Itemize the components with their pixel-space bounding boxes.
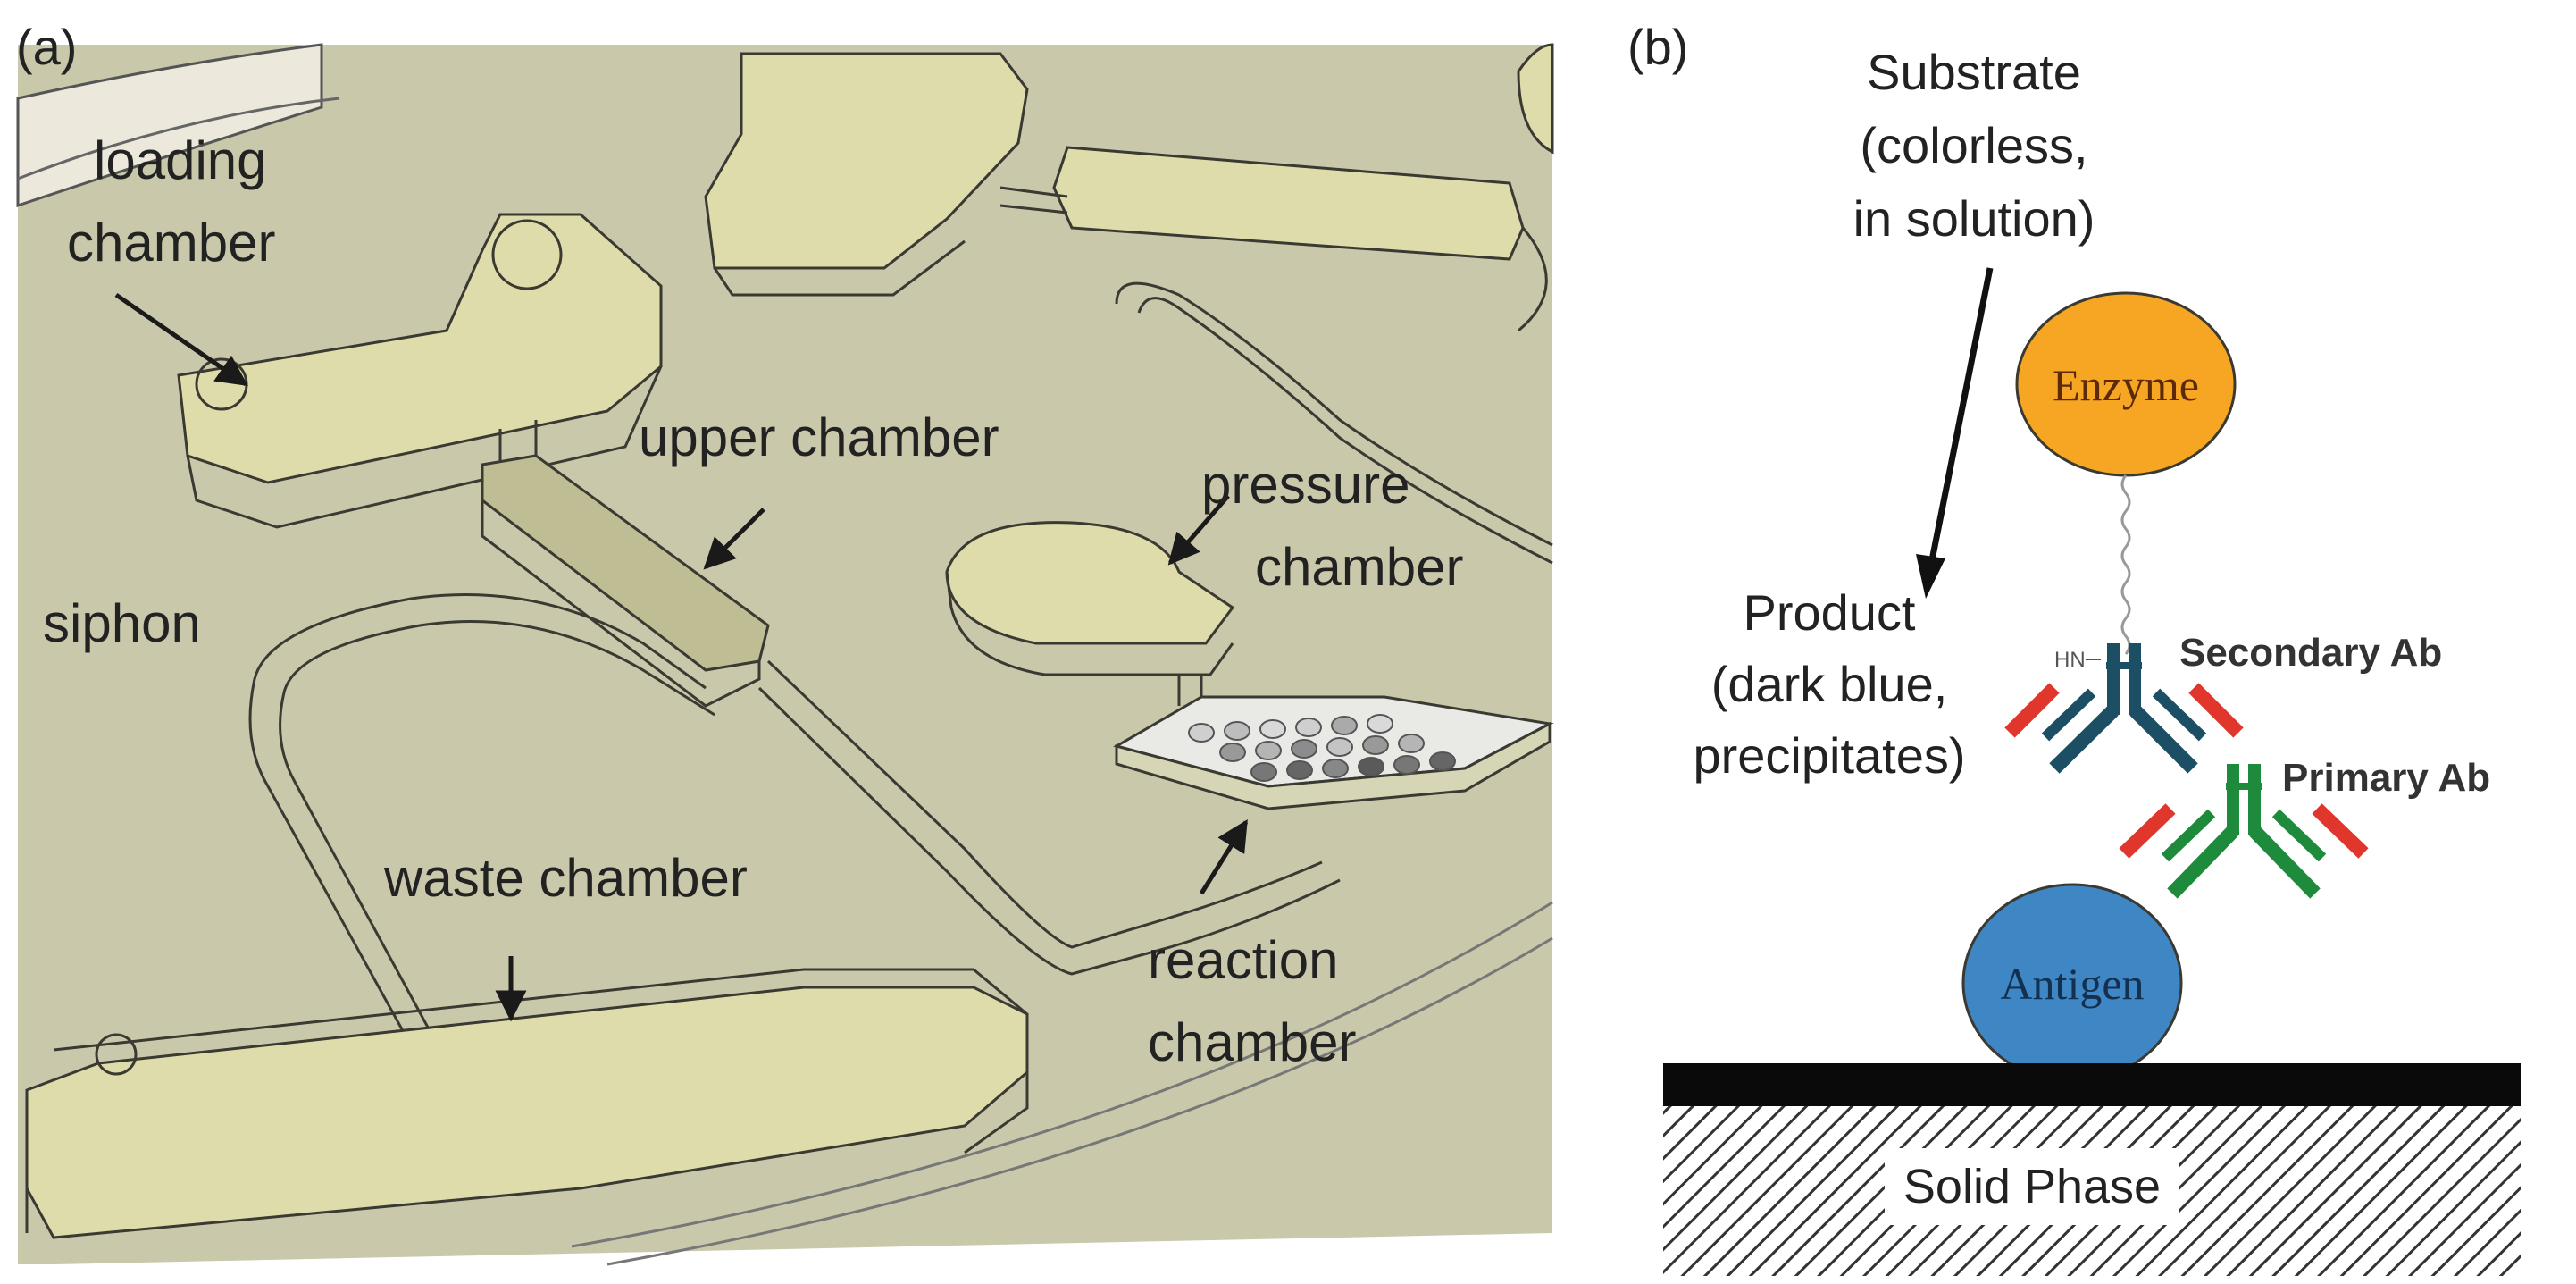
solid-surface-bar — [1663, 1063, 2521, 1106]
primary-antibody — [2119, 764, 2369, 899]
primary-ab-label: Primary Ab — [2282, 756, 2490, 800]
substrate-label-1: Substrate — [1867, 44, 2081, 100]
reaction-chamber-label-1: reaction — [1148, 930, 1338, 990]
linker-label: HN — [2054, 648, 2086, 672]
product-label-1: Product — [1744, 584, 1916, 641]
panel-a-tag: (a) — [16, 19, 77, 75]
product-label-2: (dark blue, — [1711, 656, 1948, 712]
substrate-to-product-arrow — [1924, 267, 1994, 583]
pressure-chamber — [945, 521, 1235, 645]
reaction-chamber-arrow — [1199, 819, 1249, 895]
solid-phase-label: Solid Phase — [1903, 1160, 2161, 1213]
substrate-label-2: (colorless, — [1860, 117, 2087, 173]
siphon-label: siphon — [43, 593, 201, 653]
product-label-3: precipitates) — [1693, 727, 1965, 784]
loading-chamber-label-2: chamber — [67, 213, 275, 273]
disc-outer-edge — [571, 901, 1553, 1248]
antigen-label: Antigen — [2000, 959, 2144, 1009]
linker — [2120, 474, 2131, 655]
solid-phase-label-box — [1885, 1148, 2179, 1225]
reaction-chamber-label-2: chamber — [1148, 1012, 1356, 1072]
upper-chamber-label: upper chamber — [639, 407, 999, 467]
top-right-chamber — [1052, 146, 1525, 261]
siphon-channel — [248, 593, 707, 1073]
enzyme-label: Enzyme — [2053, 360, 2199, 410]
upper-chamber-arrow — [703, 508, 765, 570]
loading-chamber-arrow — [114, 292, 248, 387]
pressure-chamber-label-2: chamber — [1255, 537, 1463, 597]
secondary-ab-label: Secondary Ab — [2179, 631, 2442, 675]
secondary-antibody — [2004, 643, 2244, 774]
loading-chamber-label-1: loading — [94, 130, 267, 190]
pressure-chamber-label-1: pressure — [1201, 455, 1409, 515]
panel-b-tag: (b) — [1627, 19, 1688, 75]
panel-a: (a) loading chamber upper chamber pressu… — [16, 19, 1554, 1266]
top-chamber — [704, 52, 1029, 270]
reaction-wells — [1188, 714, 1456, 782]
pressure-chamber-arrow — [1167, 494, 1230, 566]
loading-chamber — [177, 213, 663, 484]
substrate-label-3: in solution) — [1853, 190, 2095, 247]
panel-b: (b) Substrate (colorless, in solution) E… — [1627, 19, 2521, 1276]
waste-chamber-label: waste chamber — [383, 848, 748, 908]
disc-edge — [16, 43, 323, 208]
